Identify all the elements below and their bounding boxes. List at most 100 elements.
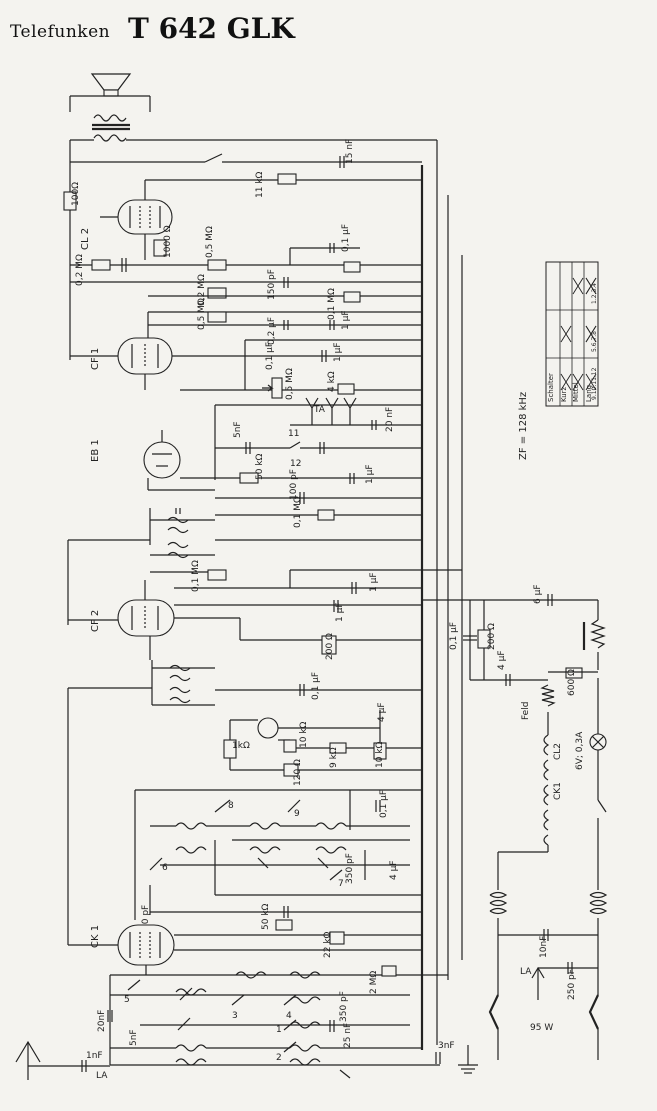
label-cap-15nf: 15 nF bbox=[345, 139, 355, 164]
volume-potentiometer[interactable] bbox=[271, 377, 283, 399]
label-cap-350pf-b: 350 pF bbox=[339, 991, 349, 1022]
label-cap-1uf-d: 1 µF bbox=[369, 573, 379, 593]
label-lamp: 6V; 0,3A bbox=[575, 731, 585, 770]
label-res-2m: 2 MΩ bbox=[369, 971, 379, 994]
coil-set-oscillator bbox=[175, 822, 347, 854]
label-cap-01uf-d: 0,1 µF bbox=[379, 790, 389, 818]
label-cap-4uf-b: 4 µF bbox=[389, 861, 399, 881]
label-ta: TA bbox=[313, 405, 326, 415]
switch-table-header-0: 1.2.3.4 bbox=[591, 283, 598, 304]
switch-table-mark bbox=[585, 277, 597, 295]
label-cap-250pf: 250 pF bbox=[567, 969, 577, 1000]
label-res-50k-b: 50 kΩ bbox=[261, 903, 271, 930]
label-res-22k: 22 kΩ bbox=[323, 931, 333, 958]
waveband-switch-1[interactable] bbox=[283, 1019, 297, 1031]
label-res-05m-pot: 0,5 MΩ bbox=[285, 368, 295, 400]
mains-choke-left bbox=[489, 891, 508, 915]
waveband-switch-5[interactable] bbox=[127, 979, 141, 991]
label-stromschild: 95 W bbox=[530, 1023, 553, 1033]
switch-table-mark bbox=[572, 277, 584, 295]
trimmer-cap-d[interactable] bbox=[177, 1017, 191, 1031]
waveband-switch-8[interactable] bbox=[214, 799, 231, 813]
power-switch[interactable] bbox=[597, 799, 607, 813]
dropper-resistor bbox=[590, 619, 606, 649]
label-ant-small: LA bbox=[96, 1071, 108, 1081]
label-sw-4: 4 bbox=[286, 1011, 292, 1021]
tube-eb1-label: EB 1 bbox=[90, 439, 101, 462]
switch-table-row-2: Mittel bbox=[572, 382, 580, 402]
manufacturer-name: Telefunken bbox=[10, 22, 111, 42]
label-cap-1uf-c: 1 µF bbox=[365, 465, 375, 485]
waveband-switch-2[interactable] bbox=[283, 1041, 297, 1053]
waveband-switch-4[interactable] bbox=[283, 994, 297, 1006]
trimmer-cap-c[interactable] bbox=[179, 987, 193, 1001]
label-res-10k-b: 10 kΩ bbox=[375, 741, 385, 768]
waveband-switch-7[interactable] bbox=[329, 869, 343, 881]
label-cap-50pf: 50 pF bbox=[141, 905, 151, 930]
label-cap-6uf: 6 µF bbox=[533, 585, 543, 605]
label-res-200: 200 Ω bbox=[325, 633, 335, 660]
label-cap-350pf-a: 350 pF bbox=[345, 853, 355, 884]
model-title: T 642 GLK bbox=[128, 12, 295, 45]
label-res-10k-a: 10 kΩ bbox=[299, 721, 309, 748]
label-cap-1uf-a: 1 µF bbox=[341, 311, 351, 331]
tube-ck1 bbox=[68, 924, 175, 975]
label-cap-01uf-c: 0,1 µF bbox=[311, 672, 321, 700]
tube-ck1-label: CK 1 bbox=[90, 925, 101, 948]
tube-cf2-label: CF 2 bbox=[90, 610, 101, 632]
switch-table-row-1: Kurz bbox=[560, 386, 568, 402]
field-coil-resistor bbox=[540, 684, 556, 707]
switch-table-header-2: 9.10.11.12 bbox=[591, 367, 598, 400]
trimmer-cap-a[interactable] bbox=[257, 857, 269, 869]
trimmer-cap-b[interactable] bbox=[317, 857, 329, 869]
ta-switch[interactable] bbox=[289, 441, 301, 449]
label-sw-3: 3 bbox=[232, 1011, 238, 1021]
resistor-02m-a bbox=[91, 259, 111, 271]
label-res-600: 600 Ω bbox=[567, 669, 577, 696]
switch-table-mark bbox=[572, 373, 584, 391]
label-sw-5: 5 bbox=[124, 995, 130, 1005]
label-sw-1: 1 bbox=[276, 1025, 282, 1035]
if-transformer-1 bbox=[149, 508, 215, 559]
label-sw-9: 9 bbox=[294, 809, 300, 819]
label-cap-25nf: 25 nF bbox=[343, 1023, 353, 1048]
label-cap-02uf: 0,2 µF bbox=[267, 317, 277, 345]
label-res-02m-b: 0,2 MΩ bbox=[197, 274, 207, 306]
label-res-05m: 0,5 MΩ bbox=[205, 226, 215, 258]
tube-cf1-label: CF 1 bbox=[90, 348, 101, 370]
label-res-01m-d: 0,1 MΩ bbox=[191, 560, 201, 592]
waveband-switch-6[interactable] bbox=[149, 857, 163, 871]
label-res-1000: 1000 Ω bbox=[163, 225, 173, 258]
label-cap-1uf-b: 1 µF bbox=[333, 343, 343, 363]
label-fil-ck1: CK1 bbox=[553, 782, 563, 800]
waveband-switch-lower[interactable] bbox=[339, 1069, 351, 1079]
label-field: Feld bbox=[521, 702, 531, 720]
label-ant-cap: 1nF bbox=[86, 1051, 103, 1061]
resistor-01m-a bbox=[343, 261, 361, 273]
tube-cl2-label: CL 2 bbox=[80, 228, 91, 250]
label-res-05m-b: 0,5 MΩ bbox=[197, 298, 207, 330]
switch-table-mark bbox=[560, 373, 572, 391]
label-cap-10nf: 10nF bbox=[539, 936, 549, 958]
label-res-4k: 4 kΩ bbox=[327, 371, 337, 392]
speaker-icon bbox=[69, 73, 151, 112]
label-res-120: 120 Ω bbox=[293, 759, 303, 786]
label-la: LA bbox=[520, 967, 532, 977]
tube-eb1 bbox=[143, 430, 181, 490]
waveband-switch-9[interactable] bbox=[287, 799, 301, 813]
label-res-01m: 0,1 MΩ bbox=[327, 288, 337, 320]
mains-plug-left bbox=[488, 994, 499, 1060]
label-res-200-psu: 200 Ω bbox=[487, 623, 497, 650]
waveband-switch-3[interactable] bbox=[231, 994, 245, 1006]
label-res-50k: 50 kΩ bbox=[255, 453, 265, 480]
switch-table-mark bbox=[585, 373, 597, 391]
switch-table-mark bbox=[585, 325, 597, 343]
label-cap-01uf-a: 0,1 µF bbox=[341, 224, 351, 252]
label-sw-11: 11 bbox=[288, 429, 299, 439]
label-sw-7: 7 bbox=[338, 879, 344, 889]
resistor-01m-b bbox=[343, 291, 361, 303]
label-cap-100pf: 100 pF bbox=[289, 469, 299, 500]
output-transformer bbox=[70, 114, 437, 142]
